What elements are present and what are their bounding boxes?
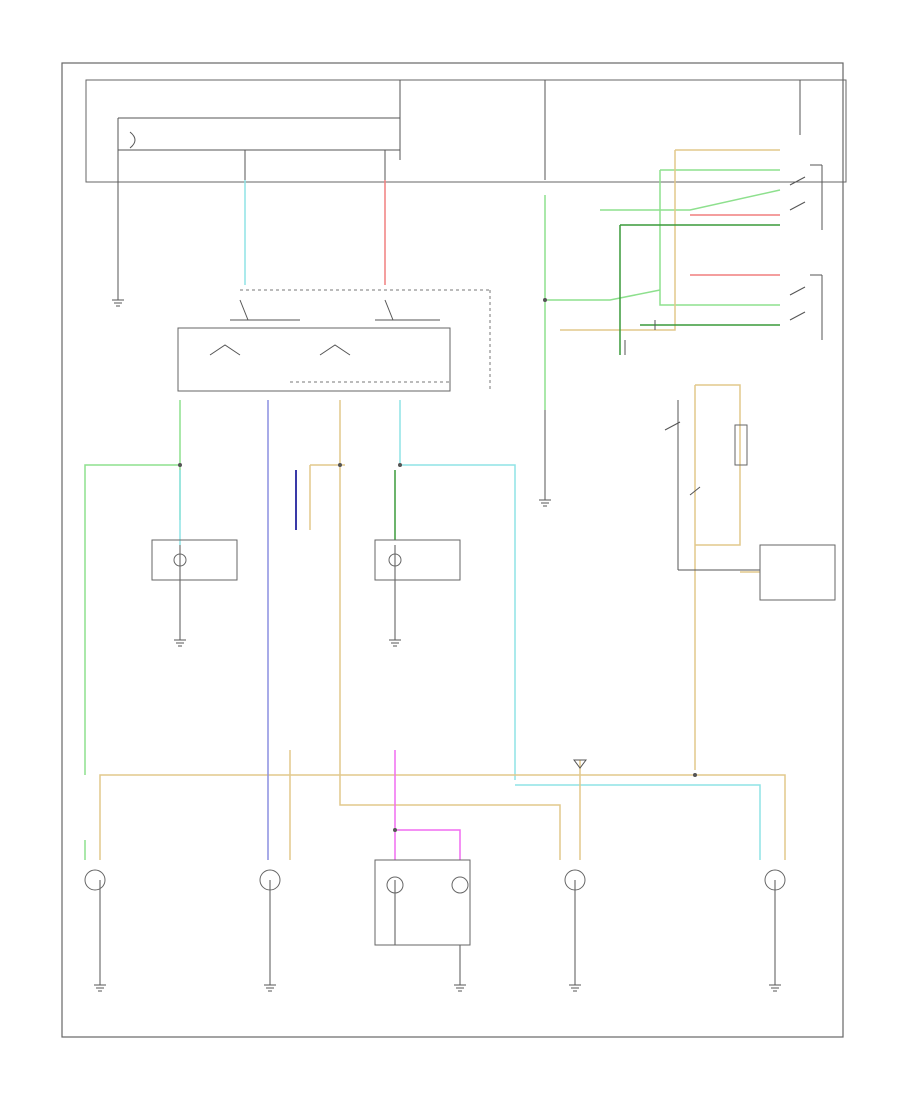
wire-pink (384, 180, 780, 285)
bulb-row (84, 869, 786, 894)
wire-segment (695, 384, 741, 546)
multifunction-switch (177, 289, 491, 392)
wire-light-blue (179, 180, 761, 860)
wire-yellow-tan (99, 149, 786, 860)
indicator-lamp-right (374, 539, 461, 581)
wire-segment (84, 464, 181, 775)
wire-segment (545, 289, 661, 301)
wire-segment (659, 170, 780, 306)
wire-segment (339, 400, 561, 860)
wire-black (99, 180, 776, 985)
ground-symbols (94, 299, 781, 992)
wire-segment (395, 829, 461, 860)
indicator-lamp-left (151, 539, 238, 581)
flasher-module (664, 421, 836, 601)
wire-segment (99, 774, 786, 860)
hazard-brake-switch (789, 164, 823, 340)
wire-segment (515, 784, 761, 860)
wire-segment (600, 189, 781, 211)
wire-magenta (394, 750, 461, 860)
diagram-border (61, 62, 844, 1038)
wire-dark-green (394, 224, 780, 540)
wire-segment (560, 150, 676, 331)
fuse-panel (85, 79, 847, 183)
wire-segment (399, 400, 516, 780)
sidemarker-lamp-center (374, 859, 471, 946)
splice-dots (178, 298, 697, 832)
